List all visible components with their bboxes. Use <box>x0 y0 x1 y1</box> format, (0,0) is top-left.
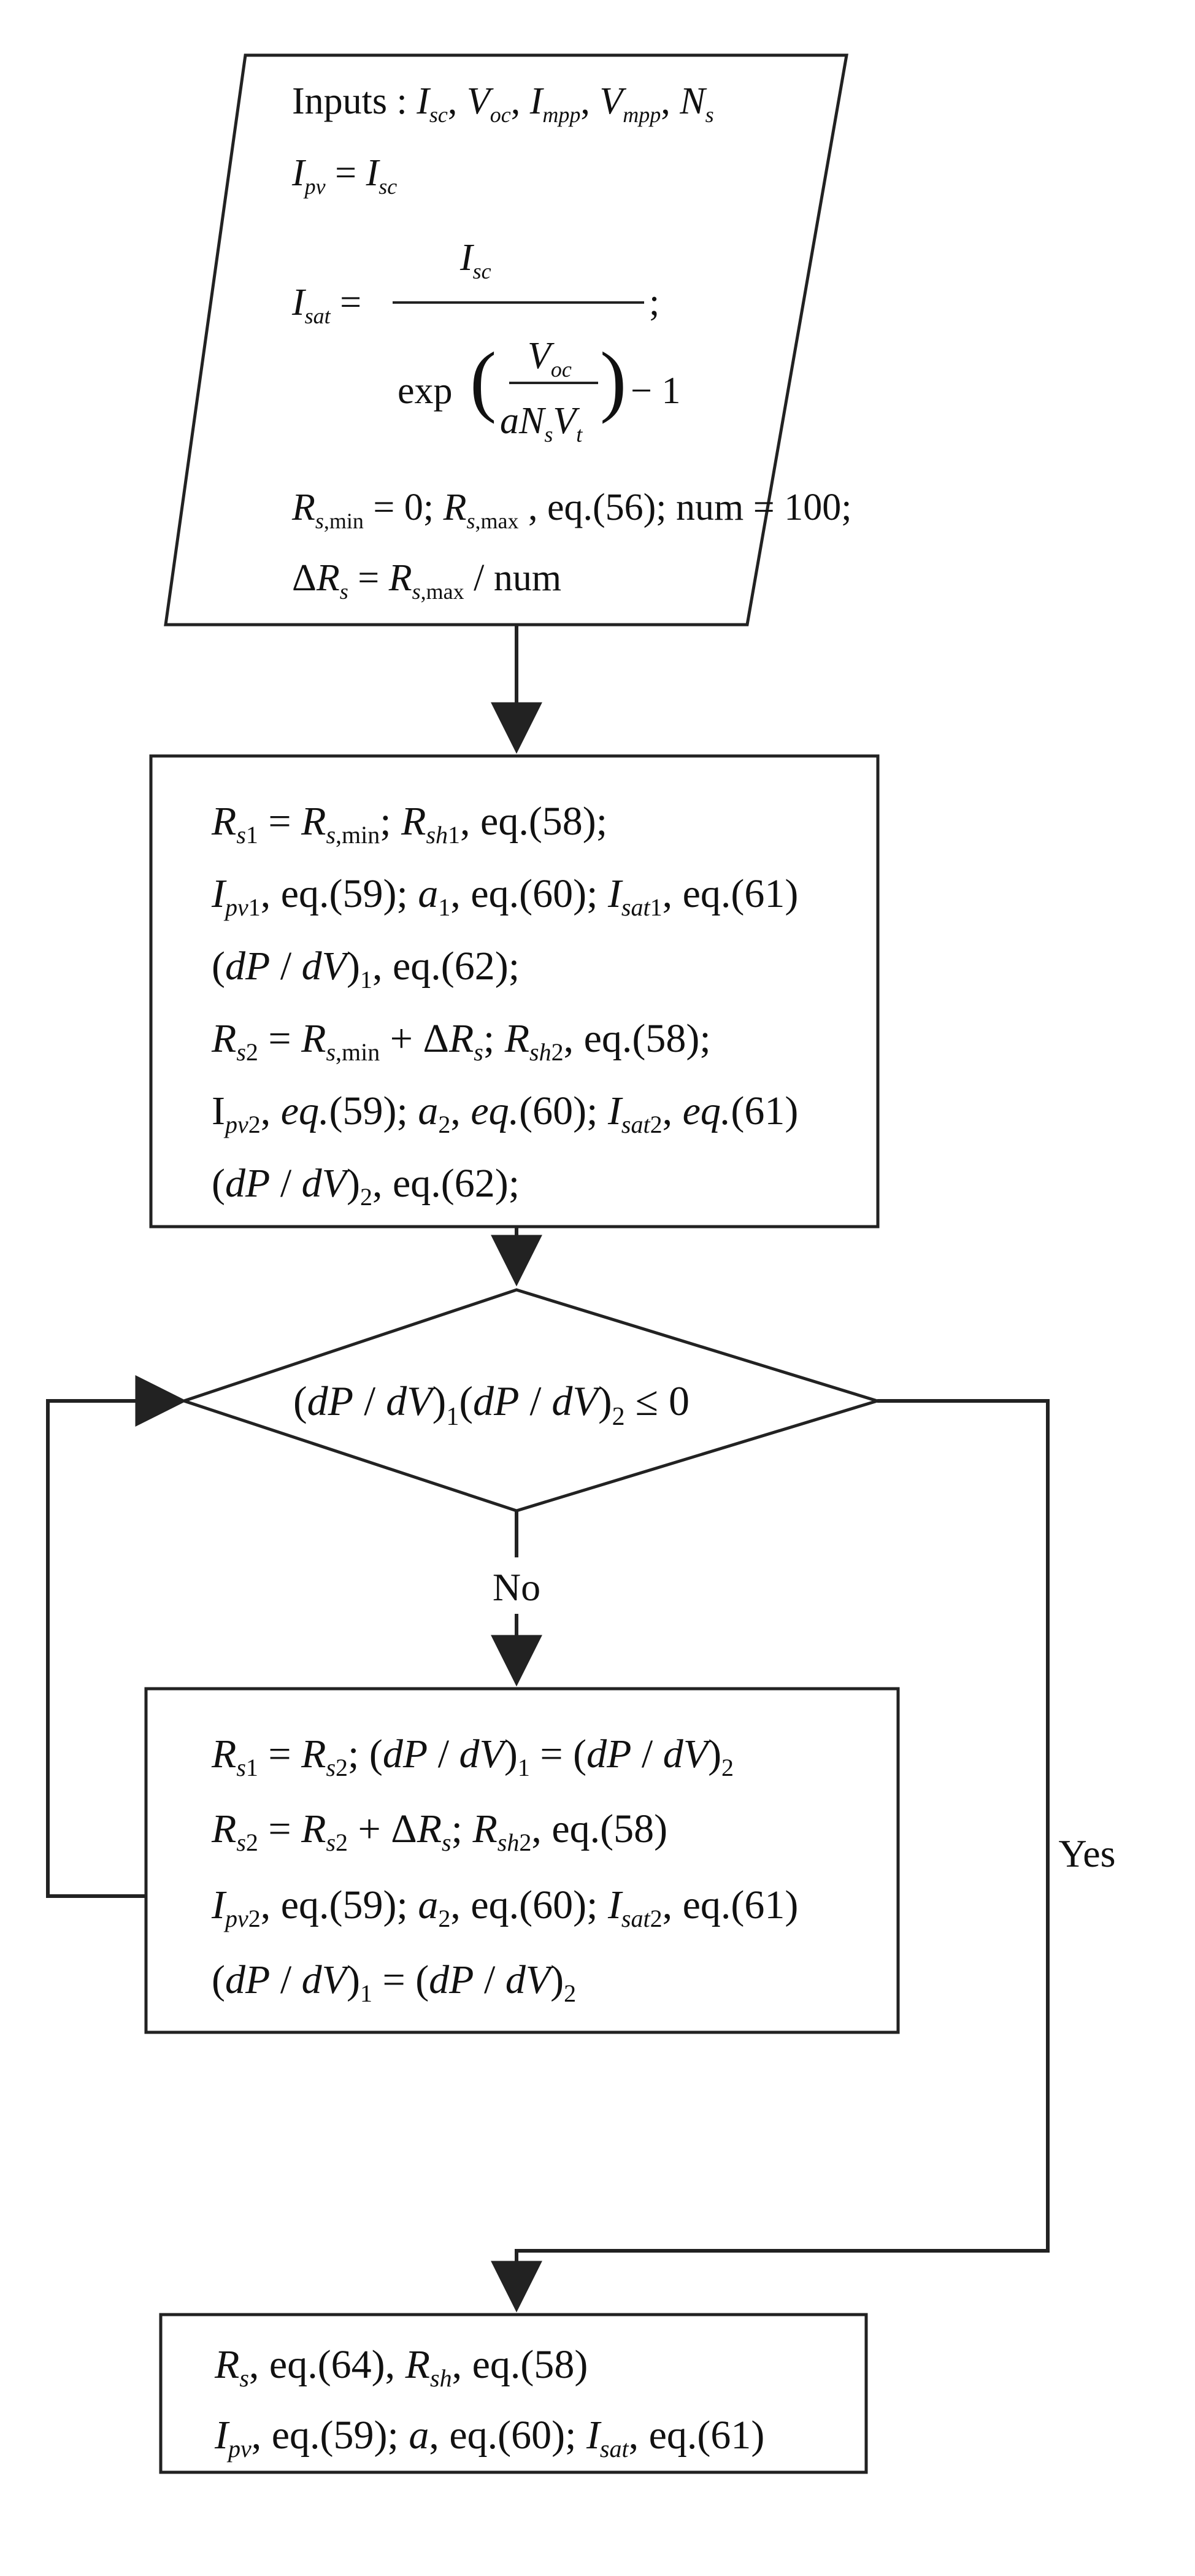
label-no: No <box>493 1565 540 1609</box>
init-line-1: Rs1 = Rs,min; Rsh1, eq.(58); <box>211 799 607 849</box>
loop-block: Rs1 = Rs2; (dP / dV)1 = (dP / dV)2 Rs2 =… <box>144 1687 900 2034</box>
svg-text:exp: exp <box>398 370 453 412</box>
output-line-2: Ipv, eq.(59); a, eq.(60); Isat, eq.(61) <box>214 2413 764 2462</box>
init-line-2: Ipv1, eq.(59); a1, eq.(60); Isat1, eq.(6… <box>211 871 798 921</box>
init-line-5: Ipv2, eq.(59); a2, eq.(60); Isat2, eq.(6… <box>212 1089 798 1138</box>
loop-line-2: Rs2 = Rs2 + ΔRs; Rsh2, eq.(58) <box>211 1807 667 1856</box>
connector-loop-feedback <box>46 1375 187 1898</box>
loop-line-1: Rs1 = Rs2; (dP / dV)1 = (dP / dV)2 <box>211 1732 734 1781</box>
output-line-1: Rs, eq.(64), Rsh, eq.(58) <box>214 2342 588 2392</box>
input-line-4: Rs,min = 0; Rs,max , eq.(56); num = 100; <box>291 487 851 533</box>
output-block: Rs, eq.(64), Rsh, eq.(58) Ipv, eq.(59); … <box>159 2313 868 2474</box>
svg-text:Isc: Isc <box>459 237 491 283</box>
decision-block: (dP / dV)1(dP / dV)2 ≤ 0 <box>179 1288 883 1513</box>
input-line-3: Isat = Isc ; exp ( Voc aNsVt ) − 1 <box>291 237 680 447</box>
input-line-2: Ipv = Isc <box>291 152 397 199</box>
svg-text:;: ; <box>649 282 659 323</box>
init-line-3: (dP / dV)1, eq.(62); <box>212 944 520 993</box>
svg-text:− 1: − 1 <box>631 370 680 412</box>
loop-rectangle <box>144 1687 900 2034</box>
label-yes: Yes <box>1058 1832 1115 1875</box>
svg-text:): ) <box>600 336 626 425</box>
init-block: Rs1 = Rs,min; Rsh1, eq.(58); Ipv1, eq.(5… <box>149 754 880 1228</box>
svg-text:Voc: Voc <box>528 335 572 382</box>
svg-text:aNsVt: aNsVt <box>500 400 583 447</box>
svg-text:Isat =: Isat = <box>291 282 361 328</box>
input-parallelogram <box>164 53 848 627</box>
loop-line-3: Ipv2, eq.(59); a2, eq.(60); Isat2, eq.(6… <box>211 1883 798 1932</box>
loop-line-4: (dP / dV)1 = (dP / dV)2 <box>212 1957 576 2007</box>
connector-decision-yes <box>491 1399 1050 2313</box>
decision-condition: (dP / dV)1(dP / dV)2 ≤ 0 <box>293 1378 690 1431</box>
svg-text:(: ( <box>470 336 496 425</box>
output-rectangle <box>159 2313 868 2474</box>
input-block: Inputs : Isc, Voc, Impp, Vmpp, Ns Ipv = … <box>164 53 851 627</box>
init-rectangle <box>149 754 880 1228</box>
init-line-4: Rs2 = Rs,min + ΔRs; Rsh2, eq.(58); <box>211 1016 711 1066</box>
